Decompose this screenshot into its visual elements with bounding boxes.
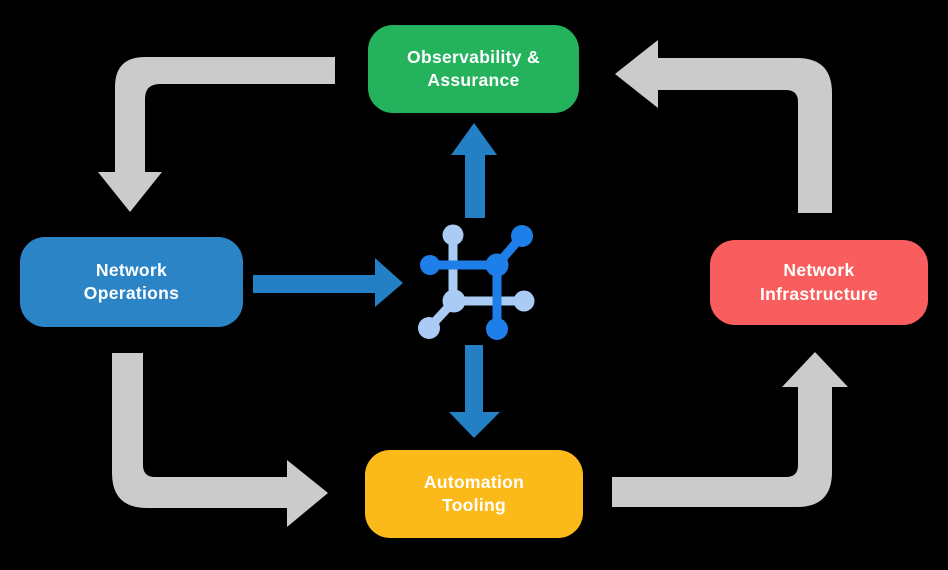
node-label: Automation — [423, 471, 525, 492]
arrow-operations-to-automation — [112, 353, 328, 527]
arrow-operations-to-center — [253, 258, 403, 307]
node-label: Operations — [83, 283, 180, 303]
node-label: Infrastructure — [760, 283, 878, 304]
node-observability-assurance: Observability & Assurance — [368, 25, 579, 113]
icon-light-nodes — [418, 224, 535, 339]
arrow-center-to-automation — [449, 345, 500, 438]
node-label: Assurance — [427, 70, 520, 90]
node-label: Network — [95, 259, 168, 280]
node-network-infrastructure: Network Infrastructure — [710, 240, 928, 325]
arrow-infrastructure-to-observability — [615, 40, 832, 213]
arrow-automation-to-infrastructure — [612, 352, 848, 507]
arrow-center-to-observability — [451, 123, 497, 218]
node-label: Tooling — [442, 495, 506, 515]
node-label: Observability & — [407, 46, 540, 67]
arrow-observability-to-operations — [98, 57, 335, 212]
node-automation-tooling: Automation Tooling — [365, 450, 583, 538]
network-fabric-icon — [418, 224, 535, 340]
icon-dark-nodes — [420, 225, 533, 340]
node-label: Network — [783, 260, 855, 281]
node-network-operations: Network Operations — [20, 237, 243, 327]
